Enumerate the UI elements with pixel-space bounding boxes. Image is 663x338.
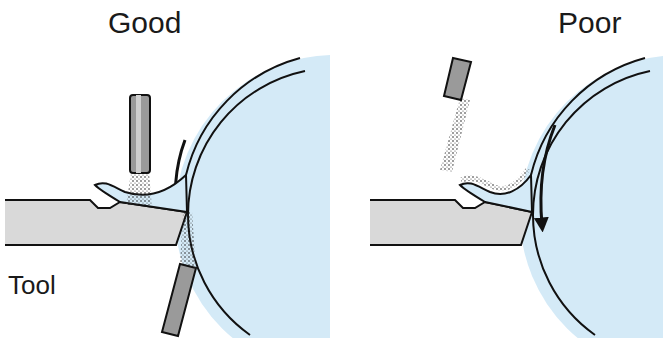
coolant-spray (126, 173, 152, 205)
cut-surface (533, 215, 595, 335)
coolant-spray (440, 98, 470, 172)
cut-surface (533, 71, 650, 215)
nozzle-highlight (136, 95, 141, 173)
rotation-arrow (541, 125, 555, 225)
workpiece (520, 55, 663, 338)
coolant-nozzle (130, 95, 150, 173)
coolant-spray (460, 168, 530, 191)
workpiece (175, 55, 330, 338)
panel-heading: Poor (558, 8, 621, 38)
cut-surface (188, 215, 250, 335)
part-label: Tool (8, 272, 56, 298)
panel-heading: Good (108, 8, 181, 38)
good-panel (175, 55, 330, 338)
poor-panel (520, 55, 663, 338)
workpiece-surface (531, 58, 645, 175)
coolant-nozzle (444, 58, 471, 100)
coolant-nozzle (162, 264, 196, 336)
coolant-spray (180, 212, 196, 268)
workpiece-surface (186, 58, 300, 175)
cut-surface (188, 71, 305, 215)
